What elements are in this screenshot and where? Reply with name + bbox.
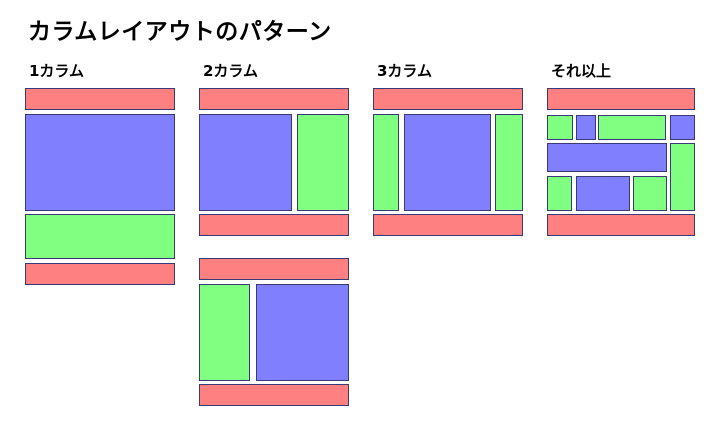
main-block bbox=[670, 115, 695, 140]
header-block bbox=[373, 88, 523, 110]
main-block bbox=[404, 114, 491, 211]
side-block bbox=[598, 115, 666, 140]
footer-block bbox=[547, 214, 695, 236]
footer-block bbox=[199, 384, 349, 406]
footer-block bbox=[373, 214, 523, 236]
side-block-right bbox=[495, 114, 523, 211]
side-block bbox=[670, 143, 695, 211]
header-block bbox=[199, 258, 349, 280]
page-title: カラムレイアウトのパターン bbox=[28, 19, 332, 45]
side-block bbox=[547, 176, 572, 211]
footer-block bbox=[25, 263, 175, 285]
side-block bbox=[297, 114, 349, 211]
column-label-more: それ以上 bbox=[551, 62, 612, 80]
column-label-2col: 2カラム bbox=[203, 62, 258, 80]
main-block bbox=[25, 114, 175, 211]
main-block bbox=[576, 115, 596, 140]
main-block bbox=[256, 284, 349, 381]
main-block bbox=[547, 143, 667, 172]
header-block bbox=[547, 88, 695, 110]
main-block bbox=[576, 176, 630, 211]
side-block bbox=[25, 214, 175, 259]
header-block bbox=[25, 88, 175, 110]
side-block bbox=[199, 284, 250, 381]
header-block bbox=[199, 88, 349, 110]
footer-block bbox=[199, 214, 349, 236]
column-label-1col: 1カラム bbox=[29, 62, 84, 80]
column-label-3col: 3カラム bbox=[377, 62, 432, 80]
side-block-left bbox=[373, 114, 399, 211]
side-block bbox=[547, 115, 573, 140]
main-block bbox=[199, 114, 292, 211]
side-block bbox=[633, 176, 667, 211]
